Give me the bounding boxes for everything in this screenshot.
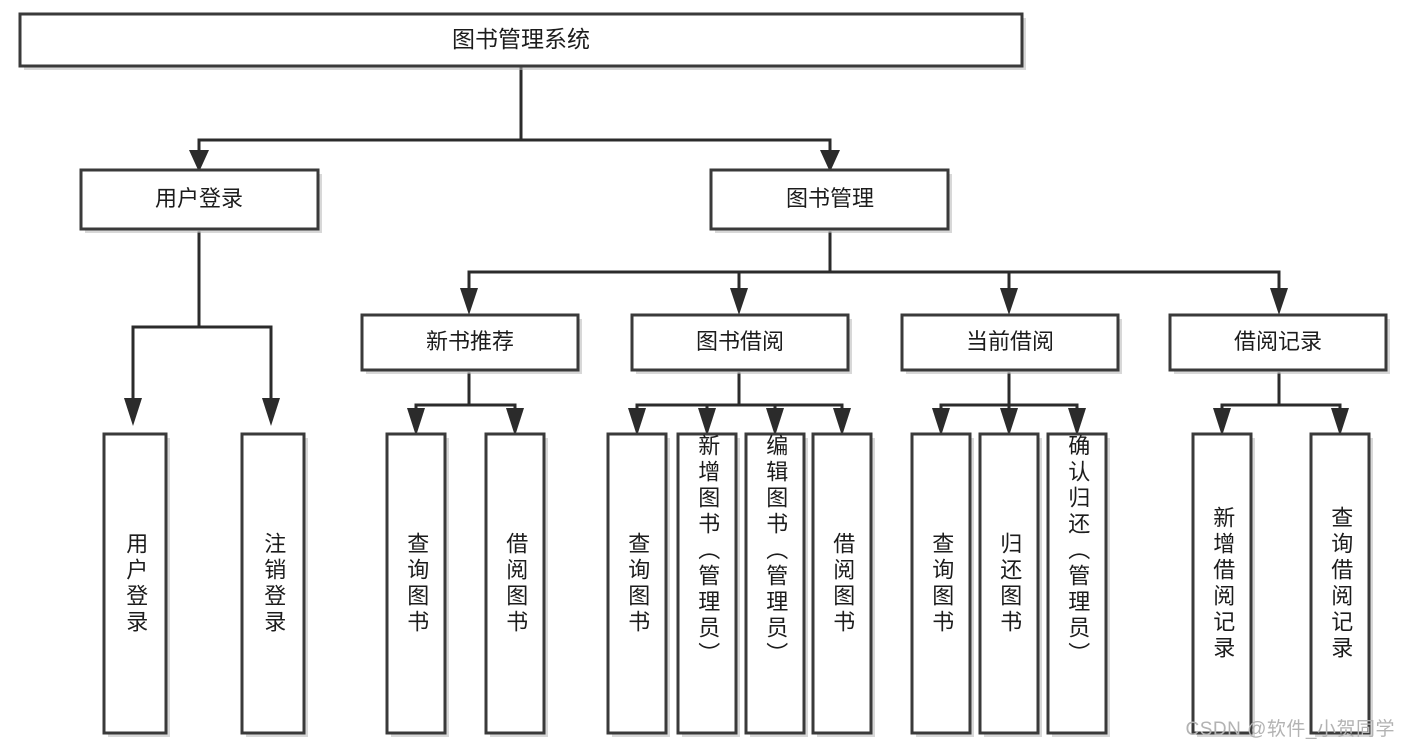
node-user-login-label: 用户登录: [155, 186, 243, 211]
arrow-to-book-manage: [820, 150, 840, 172]
node-book-borrow-label: 图书借阅: [696, 329, 784, 354]
node-layer: 图书管理系统 用户登录 图书管理 新书推荐 图书借阅 当前借阅 借阅记录: [18, 12, 1390, 737]
arrow-bookborrow-leaf-1: [628, 408, 646, 436]
node-root[interactable]: [18, 12, 1024, 68]
leaf-node-bookborrow-edit[interactable]: [744, 432, 806, 735]
arrow-currentborrow-leaf-1: [932, 408, 950, 436]
node-current-borrow[interactable]: [900, 313, 1120, 372]
leaf-node-borrowrecord-add[interactable]: [1191, 432, 1253, 735]
arrow-to-current-borrow: [1000, 288, 1018, 315]
node-book-manage[interactable]: [709, 168, 950, 231]
leaf-node-currentborrow-confirm[interactable]: [1046, 432, 1108, 735]
node-root-label: 图书管理系统: [452, 26, 590, 52]
leaf-node-user-login[interactable]: [102, 432, 168, 735]
arrow-newbook-leaf-1: [407, 408, 425, 436]
leaf-node-borrowrecord-query[interactable]: [1309, 432, 1371, 735]
arrow-to-book-borrow: [730, 288, 748, 315]
leaf-node-bookborrow-add[interactable]: [676, 432, 738, 735]
arrow-bookborrow-leaf-2: [698, 408, 716, 436]
arrow-currentborrow-leaf-3: [1068, 408, 1086, 436]
connector-layer: [124, 64, 1349, 436]
node-book-manage-label: 图书管理: [786, 186, 874, 211]
leaf-node-currentborrow-return[interactable]: [978, 432, 1040, 735]
arrow-to-user-login: [189, 150, 209, 172]
node-borrow-record[interactable]: [1168, 313, 1388, 372]
node-book-borrow[interactable]: [630, 313, 850, 372]
arrow-newbook-leaf-2: [506, 408, 524, 436]
leaf-node-logout[interactable]: [240, 432, 306, 735]
node-current-borrow-label: 当前借阅: [966, 329, 1054, 354]
arrow-currentborrow-leaf-2: [1000, 408, 1018, 436]
arrow-borrowrecord-leaf-2: [1331, 408, 1349, 436]
node-borrow-record-label: 借阅记录: [1234, 329, 1322, 354]
node-new-book-label: 新书推荐: [426, 329, 514, 354]
leaf-node-newbook-borrow[interactable]: [484, 432, 546, 735]
arrow-to-borrow-record: [1270, 288, 1288, 315]
arrow-to-leaf-user-login: [124, 398, 142, 426]
arrow-to-new-book: [460, 288, 478, 315]
leaf-node-newbook-query[interactable]: [385, 432, 447, 735]
leaf-node-bookborrow-query[interactable]: [606, 432, 668, 735]
arrow-bookborrow-leaf-3: [766, 408, 784, 436]
arrow-borrowrecord-leaf-1: [1213, 408, 1231, 436]
node-user-login[interactable]: [79, 168, 320, 231]
arrow-to-leaf-logout: [262, 398, 280, 426]
node-new-book[interactable]: [360, 313, 580, 372]
leaf-node-currentborrow-query[interactable]: [910, 432, 972, 735]
arrow-bookborrow-leaf-4: [833, 408, 851, 436]
leaf-node-bookborrow-borrow[interactable]: [811, 432, 873, 735]
watermark-text: CSDN @软件_小贺同学: [1185, 719, 1395, 740]
